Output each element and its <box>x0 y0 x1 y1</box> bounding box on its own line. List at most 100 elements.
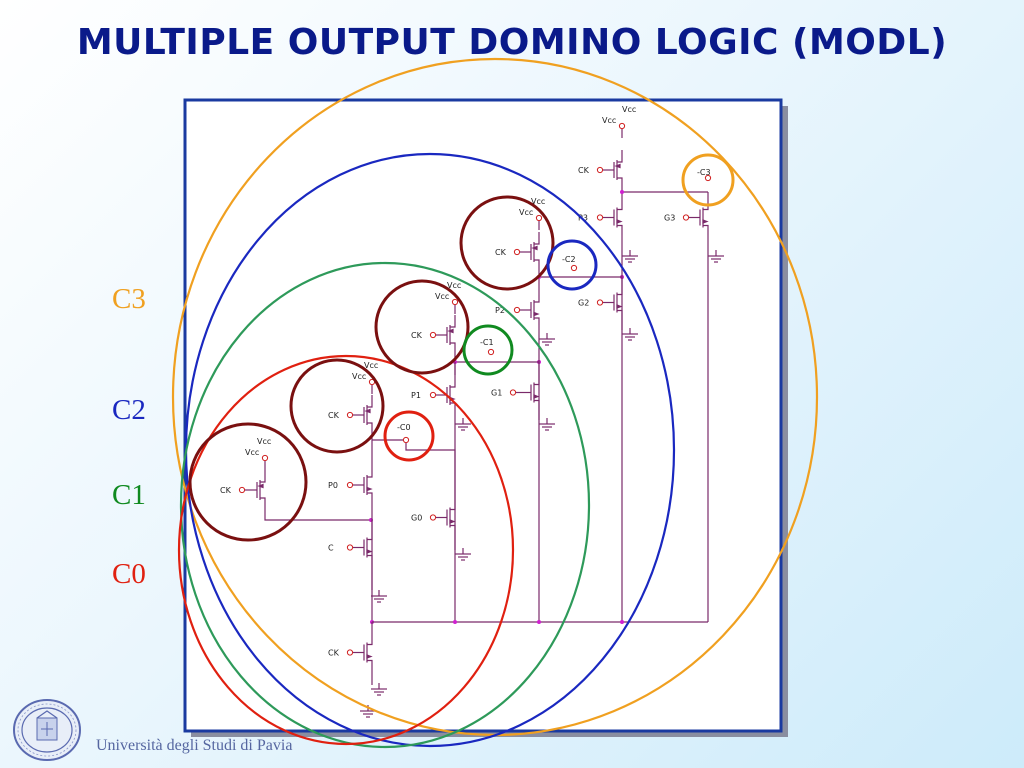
nmos-c-gate-label: C <box>328 544 334 553</box>
pmos-stage1-gate-label: CK <box>328 411 340 420</box>
nmos-g3-drain <box>703 200 709 211</box>
pmos-stage4-gate-label: CK <box>578 166 590 175</box>
pmos-stage3-drain <box>534 259 540 272</box>
nmos-ck-foot-gate-label: CK <box>328 649 340 658</box>
label-c2: C2 <box>112 394 146 426</box>
circle-out-c1 <box>462 324 514 376</box>
pmos-stage1-drain <box>367 422 373 435</box>
ellipse-c0 <box>177 354 515 746</box>
circle-ck-stage1 <box>289 358 385 454</box>
terminal <box>682 214 690 221</box>
pmos-stage2-gate-label: CK <box>411 331 423 340</box>
vcc-label: Vcc <box>519 208 533 217</box>
schematic-frame <box>183 98 783 733</box>
pmos-stage4-drain <box>617 177 623 190</box>
pmos-stage3-source <box>534 232 540 245</box>
circle-out-c3 <box>681 153 735 207</box>
ellipse-c1 <box>179 261 591 749</box>
nmos-g0-arrow <box>449 519 456 524</box>
nmos-g3-arrow <box>702 219 709 224</box>
pmos-stage4-arrow <box>614 163 621 169</box>
vcc-label: Vcc <box>352 372 366 381</box>
nmos-p3-arrow <box>616 219 623 224</box>
wire <box>264 510 371 521</box>
terminal <box>402 436 410 444</box>
slide-title: MULTIPLE OUTPUT DOMINO LOGIC (MODL) <box>76 22 948 63</box>
terminal <box>704 174 712 182</box>
terminal <box>596 214 604 221</box>
circle-ck-stage3 <box>459 195 555 291</box>
pmos-stage0-drain <box>260 497 266 510</box>
nmos-p0-drain <box>367 470 373 478</box>
circle-ck-stage0 <box>188 422 308 542</box>
junction-dot <box>537 620 541 624</box>
nmos-c-arrow <box>366 549 373 554</box>
terminal <box>487 348 495 356</box>
nmos-g2-arrow <box>616 304 623 309</box>
pmos-stage2-drain <box>450 342 456 355</box>
terminal <box>429 514 437 521</box>
nmos-ck-foot-drain <box>367 635 373 646</box>
nmos-g1-gate-label: G1 <box>491 389 502 398</box>
label-c1: C1 <box>112 479 146 511</box>
nmos-p2-source <box>534 317 540 325</box>
nmos-p0-gate-label: P0 <box>328 481 338 490</box>
label-nc0: -C0 <box>397 423 411 432</box>
terminal <box>451 298 459 306</box>
terminal <box>346 649 354 656</box>
junction-dot <box>620 190 624 194</box>
nmos-g1-arrow <box>533 394 540 399</box>
vcc-label-top: Vcc <box>531 197 545 206</box>
terminal <box>261 454 269 462</box>
vcc-label-top: Vcc <box>622 105 636 114</box>
vcc-label-top: Vcc <box>364 361 378 370</box>
nmos-ck-foot-source <box>367 659 373 670</box>
terminal <box>429 331 437 339</box>
terminal <box>238 486 246 494</box>
nmos-p0-source <box>367 492 373 500</box>
terminal <box>570 264 578 272</box>
nmos-p3-source <box>617 224 623 235</box>
nmos-p1-drain <box>450 380 456 388</box>
footer-university-name: Università degli Studi di Pavia <box>96 737 293 754</box>
terminal <box>346 481 354 489</box>
nmos-p2-gate-label: P2 <box>495 306 505 315</box>
pmos-stage0-arrow <box>257 483 264 489</box>
nmos-p3-drain <box>617 200 623 211</box>
nmos-p0-arrow <box>366 486 373 492</box>
circle-ck-stage2 <box>374 279 470 375</box>
vcc-label: Vcc <box>435 292 449 301</box>
terminal <box>429 391 437 399</box>
nmos-p2-arrow <box>533 311 540 317</box>
nmos-g0-gate-label: G0 <box>411 514 422 523</box>
terminal <box>346 544 354 551</box>
junction-dot <box>620 620 624 624</box>
circle-out-c0 <box>383 410 435 462</box>
terminal <box>513 248 521 256</box>
terminal <box>535 214 543 222</box>
label-nc2: -C2 <box>562 255 576 264</box>
nmos-g2-gate-label: G2 <box>578 299 589 308</box>
terminal <box>596 299 604 306</box>
pmos-stage1-source <box>367 395 373 408</box>
pmos-stage0-source <box>260 470 266 483</box>
terminal <box>596 166 604 174</box>
nmos-p1-gate-label: P1 <box>411 391 421 400</box>
terminal <box>618 122 626 130</box>
nmos-p2-drain <box>534 295 540 303</box>
pmos-stage2-source <box>450 315 456 328</box>
junction-dot <box>453 620 457 624</box>
pmos-stage3-gate-label: CK <box>495 248 507 257</box>
vcc-label-top: Vcc <box>257 437 271 446</box>
label-nc3: -C3 <box>697 168 711 177</box>
label-nc1: -C1 <box>480 338 494 347</box>
pmos-stage0-gate-label: CK <box>220 486 232 495</box>
terminal <box>509 389 517 396</box>
circle-out-c2 <box>546 239 598 291</box>
university-seal-icon <box>13 699 81 761</box>
vcc-label: Vcc <box>245 448 259 457</box>
terminal <box>346 411 354 419</box>
nmos-g3-source <box>703 224 709 235</box>
label-c3: C3 <box>112 283 146 315</box>
